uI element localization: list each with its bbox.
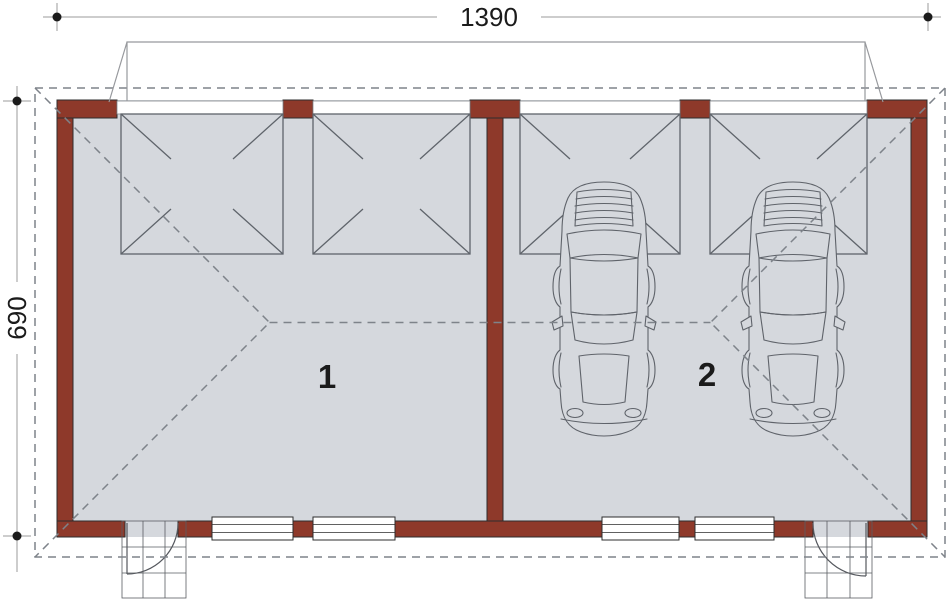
garage-door-swing-lines [709,113,868,255]
garage-threshold-3 [519,100,681,115]
roof-outline [34,87,946,558]
door-swing-arc [812,522,867,577]
room-label-1: 1 [318,358,336,395]
dimension-width: 1390 [43,2,941,32]
car-2 [740,181,846,437]
window-frame [694,516,775,541]
wall-middle-partition [486,117,504,522]
car-1 [551,181,657,437]
steps-outline [121,520,187,599]
roof-eaves-rect [34,87,946,558]
dimension-dot [12,531,22,541]
garage-door-1 [120,113,284,255]
wall-bottom-right [867,520,928,538]
canopy-lines [108,41,884,103]
garage-threshold-4 [709,100,868,115]
window-2 [312,516,396,541]
wall-top-corner-right [866,99,928,119]
entry-door-2 [812,522,867,577]
window-frame [211,516,294,541]
garage-door-2 [312,113,471,255]
garage-doors [120,113,868,255]
steps-right [804,520,873,599]
wall-top-corner-left [56,99,118,119]
window-frame [601,516,680,541]
window-4 [694,516,775,541]
dimension-dot [12,96,22,106]
roof-hips-and-ridge [34,87,946,558]
dimension-label-background [4,282,30,354]
dimension-label-background [437,3,541,31]
window-frame [312,516,396,541]
exterior-steps [121,520,873,599]
garage-threshold-1 [116,100,284,115]
garage-door-panel [312,113,471,255]
steps-outline [804,520,873,599]
wall-left [56,99,74,538]
garage-threshold-2 [312,100,471,115]
dimension-dot [52,12,62,22]
garage-door-panel [120,113,284,255]
dimension-width-label: 1390 [460,2,518,32]
garage-door-swing-lines [519,113,681,255]
windows [211,516,775,541]
wall-top-pier-1 [282,99,314,119]
window-3 [601,516,680,541]
wall-right [910,99,928,538]
dimension-height: 690 [2,86,32,572]
garage-door-swing-lines [312,113,471,255]
window-1 [211,516,294,541]
dimension-dot [923,12,933,22]
wall-top-pier-middle [469,99,521,119]
steps-left [121,520,187,599]
dimension-height-label: 690 [2,296,32,339]
room-label-2: 2 [698,356,716,393]
wall-top-pier-2 [679,99,711,119]
steps-grid-lines [122,521,186,598]
garage-door-swing-lines [120,113,284,255]
room-labels: 1 2 [318,356,716,395]
wall-bottom-left [56,520,126,538]
steps-grid-lines [805,521,872,598]
